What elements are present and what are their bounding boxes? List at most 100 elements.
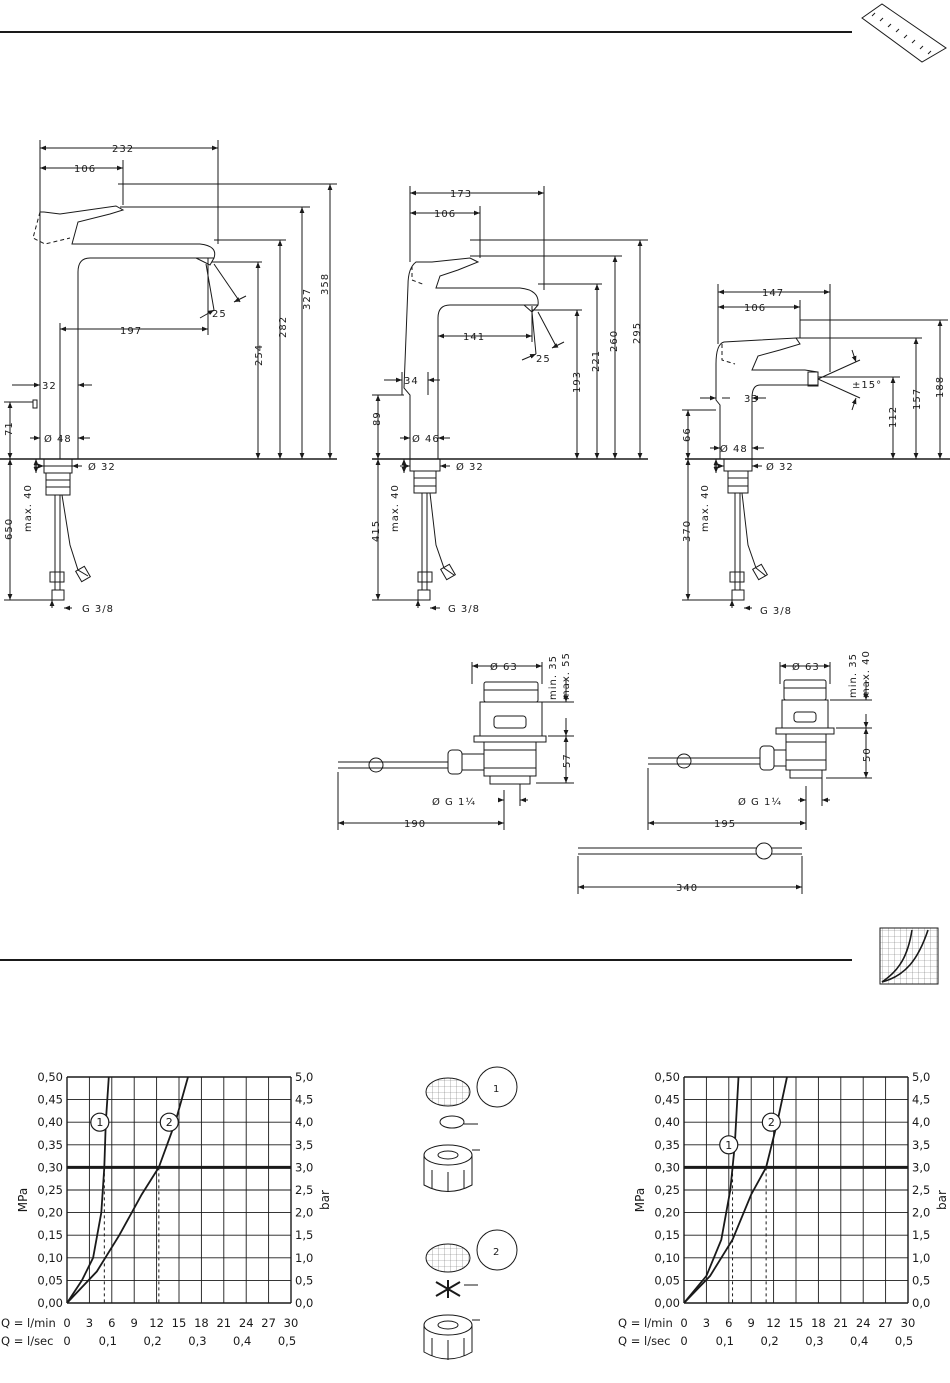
chart-ytick-label: 0,00 (654, 1296, 680, 1310)
chart-series-1 (683, 1076, 740, 1304)
f1-dim-232: 232 (112, 144, 134, 155)
chart-series-label: 2 (166, 1116, 173, 1129)
chart-x2tick-label: 0,1 (716, 1334, 734, 1348)
chart-ytick-label: 0,50 (37, 1070, 63, 1084)
chart-xtick-label: 6 (108, 1316, 115, 1330)
chart-xtick-label: 12 (149, 1316, 164, 1330)
f3-dim-157: 157 (912, 388, 923, 410)
chart-ytick-label: 0,25 (37, 1183, 63, 1197)
chart-xtick-label: 0 (63, 1316, 70, 1330)
f1-dim-197: 197 (120, 326, 142, 337)
w1-dim-min35: min. 35 (548, 655, 559, 700)
f3-dim-66: 66 (682, 427, 693, 442)
pop-up-rod-drawing (577, 842, 803, 894)
chart-ytick-label: 0,50 (654, 1070, 680, 1084)
flow-chart-2: 0,000,050,100,150,200,250,300,350,400,45… (618, 1070, 949, 1348)
f3-dim-d48: Ø 48 (720, 443, 748, 455)
w1-dim-d63: Ø 63 (490, 661, 518, 673)
chart-xrow2-label: Q = l/sec (618, 1334, 670, 1348)
chart-xtick-label: 30 (901, 1316, 916, 1330)
chart-y2tick-label: 4,0 (912, 1115, 930, 1129)
f2-dim-141: 141 (463, 332, 485, 343)
chart-x2tick-label: 0,5 (895, 1334, 913, 1348)
chart-xtick-label: 15 (172, 1316, 187, 1330)
chart-y2tick-label: 2,5 (295, 1183, 313, 1197)
chart-series-label: 1 (725, 1139, 732, 1152)
chart-xtick-label: 3 (86, 1316, 93, 1330)
chart-y2label: bar (318, 1190, 332, 1210)
chart-y2tick-label: 0,0 (912, 1296, 930, 1310)
chart-ytick-label: 0,10 (654, 1251, 680, 1265)
chart-y2tick-label: 2,0 (295, 1206, 313, 1220)
chart-y2tick-label: 4,5 (912, 1093, 930, 1107)
f3-dim-angle: ±15° (852, 380, 882, 391)
chart-x2tick-label: 0,1 (99, 1334, 117, 1348)
chart-ylabel: MPa (16, 1188, 30, 1212)
w2-dim-min35: min. 35 (848, 653, 859, 698)
chart-xtick-label: 30 (284, 1316, 299, 1330)
chart-y2tick-label: 5,0 (912, 1070, 930, 1084)
chart-y2tick-label: 3,0 (295, 1160, 313, 1174)
chart-xtick-label: 6 (725, 1316, 732, 1330)
w2-dim-max40: max. 40 (861, 650, 872, 698)
w1-dim-g114: Ø G 1¼ (432, 796, 476, 808)
chart-ytick-label: 0,20 (37, 1206, 63, 1220)
chart-x2tick-label: 0,3 (805, 1334, 823, 1348)
chart-y2label: bar (935, 1190, 949, 1210)
chart-ytick-label: 0,20 (654, 1206, 680, 1220)
w2-dim-g114: Ø G 1¼ (738, 796, 782, 808)
chart-ytick-label: 0,30 (654, 1160, 680, 1174)
chart-ytick-label: 0,45 (654, 1093, 680, 1107)
chart-series-marker (159, 1112, 179, 1132)
chart-ytick-label: 0,40 (654, 1115, 680, 1129)
f1-dim-327: 327 (302, 288, 313, 310)
f3-dim-33: 33 (744, 394, 759, 405)
chart-y2tick-label: 1,5 (295, 1228, 313, 1242)
chart-ytick-label: 0,35 (654, 1138, 680, 1152)
chart-ytick-label: 0,30 (37, 1160, 63, 1174)
chart-y2tick-label: 0,5 (295, 1273, 313, 1287)
f1-dim-32: 32 (42, 381, 57, 392)
chart-xtick-label: 12 (766, 1316, 781, 1330)
f2-dim-221: 221 (591, 350, 602, 372)
chart-xtick-label: 9 (131, 1316, 138, 1330)
f2-dim-173: 173 (450, 189, 472, 200)
w1-dim-57: 57 (562, 753, 573, 768)
chart-xtick-label: 9 (748, 1316, 755, 1330)
f3-dim-g38: G 3/8 (760, 606, 792, 617)
chart-series-marker (719, 1135, 739, 1155)
w2-dim-d63: Ø 63 (792, 661, 820, 673)
f3-dim-188: 188 (935, 376, 946, 398)
chart-xtick-label: 24 (239, 1316, 254, 1330)
f1-dim-106: 106 (74, 164, 96, 175)
f1-dim-282: 282 (278, 316, 289, 338)
chart-x2tick-label: 0 (63, 1334, 70, 1348)
aerator-1-label: 1 (493, 1084, 500, 1095)
chart-y2tick-label: 1,0 (912, 1251, 930, 1265)
chart-series-marker (761, 1112, 781, 1132)
chart-xtick-label: 27 (878, 1316, 893, 1330)
f3-dim-106: 106 (744, 303, 766, 314)
f2-dim-max40: max. 40 (390, 484, 401, 532)
faucet-1-drawing (0, 140, 337, 611)
chart-xtick-label: 15 (789, 1316, 804, 1330)
aerator-2-label: 2 (493, 1247, 500, 1258)
waste-2-drawing (647, 662, 872, 830)
chart-y2tick-label: 0,5 (912, 1273, 930, 1287)
f2-dim-d46: Ø 46 (412, 433, 440, 445)
faucet-2-drawing (372, 186, 648, 611)
chart-xtick-label: 21 (833, 1316, 848, 1330)
chart-xrow1-label: Q = l/min (1, 1316, 56, 1330)
f1-dim-358: 358 (320, 273, 331, 295)
f2-dim-295: 295 (632, 322, 643, 344)
faucet-3-drawing (682, 284, 950, 611)
w1-dim-max55: max. 55 (561, 652, 572, 700)
chart-ytick-label: 0,40 (37, 1115, 63, 1129)
chart-ytick-label: 0,35 (37, 1138, 63, 1152)
chart-xtick-label: 18 (194, 1316, 209, 1330)
chart-ytick-label: 0,25 (654, 1183, 680, 1197)
chart-series-label: 1 (96, 1116, 103, 1129)
chart-x2tick-label: 0,4 (233, 1334, 251, 1348)
f3-dim-112: 112 (888, 406, 899, 428)
f2-dim-106: 106 (434, 209, 456, 220)
